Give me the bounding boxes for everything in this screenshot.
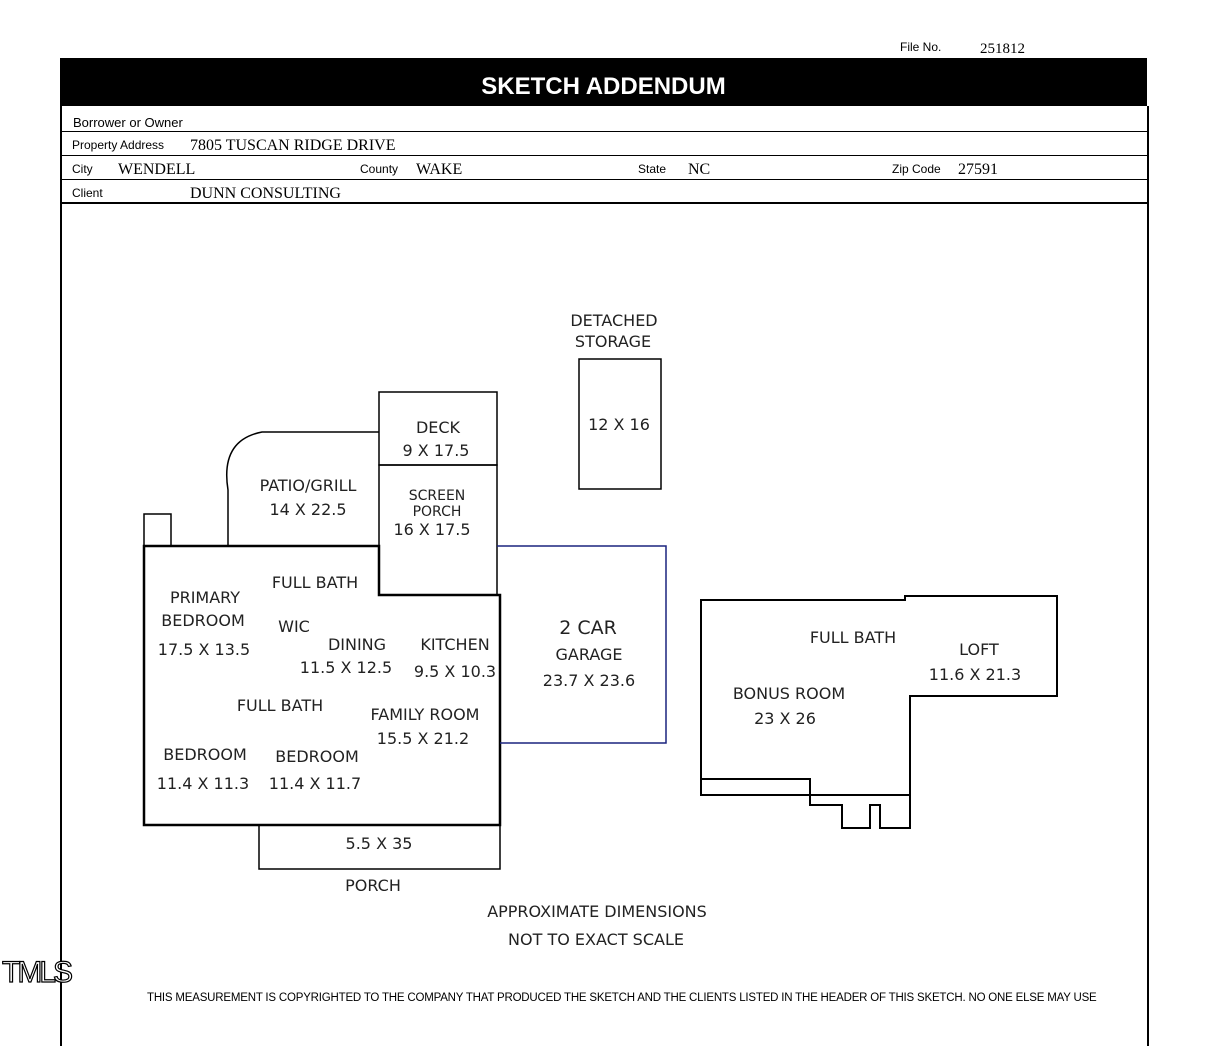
primary-bedroom-dims: 17.5 X 13.5 [158,640,250,659]
client-value: DUNN CONSULTING [190,185,341,202]
address-label: Property Address [72,138,165,152]
divider [60,202,1147,204]
bedroom-dims: 11.4 X 11.3 [157,774,249,793]
file-no-label: File No. [900,40,942,54]
not-to-scale-note: NOT TO EXACT SCALE [508,930,684,949]
full-bath-label: FULL BATH [237,696,323,715]
divider [60,155,1147,156]
dining-dims: 11.5 X 12.5 [300,658,392,677]
screen-porch-label-line1: SCREEN [409,488,466,504]
dining-label: DINING [328,635,386,654]
copyright-notice: THIS MEASUREMENT IS COPYRIGHTED TO THE C… [147,992,1097,1004]
address-value: 7805 TUSCAN RIDGE DRIVE [190,137,396,154]
family-room-label: FAMILY ROOM [371,705,480,724]
storage-dims: 12 X 16 [588,415,650,434]
page-title: SKETCH ADDENDUM [60,58,1147,106]
garage-dims: 23.7 X 23.6 [543,671,635,690]
porch-label: PORCH [345,876,401,895]
garage-label-line1: 2 CAR [559,617,617,639]
divider [60,179,1147,180]
divider [60,131,1147,132]
county-label: County [360,162,399,176]
patio-dims: 14 X 22.5 [269,500,346,519]
kitchen-label: KITCHEN [420,635,489,654]
deck-dims: 9 X 17.5 [403,441,470,460]
garage-outline [497,545,667,744]
bedroom-label: BEDROOM [275,747,359,766]
zip-label: Zip Code [892,162,941,176]
floor-plan-sketch: DETACHED STORAGE 12 X 16 DECK 9 X 17.5 S… [142,311,1058,949]
zip-value: 27591 [958,161,998,178]
document-frame [60,106,1149,1046]
bedroom-dims: 11.4 X 11.7 [269,774,361,793]
city-value: WENDELL [118,161,196,178]
screen-porch-label-line2: PORCH [413,504,462,520]
detached-storage-label-line2: STORAGE [575,332,651,351]
deck-label: DECK [416,418,461,437]
approximate-dimensions-note: APPROXIMATE DIMENSIONS [487,902,707,921]
loft-dims: 11.6 X 21.3 [929,665,1021,684]
chimney-outline [143,513,172,547]
family-room-dims: 15.5 X 21.2 [377,729,469,748]
county-value: WAKE [416,161,463,178]
detached-storage-outline [578,358,662,490]
loft-label: LOFT [959,640,999,659]
garage-label-line2: GARAGE [556,645,623,664]
full-bath-label: FULL BATH [272,573,358,592]
full-bath-label: FULL BATH [810,628,896,647]
main-house-outline [142,544,502,827]
screen-porch-dims: 16 X 17.5 [393,520,470,539]
city-label: City [72,162,93,176]
mls-watermark: TMLS [1,955,73,989]
porch-outline [258,825,501,870]
primary-bedroom-label-line2: BEDROOM [161,611,245,630]
client-label: Client [72,186,103,200]
borrower-label: Borrower or Owner [73,115,183,130]
bedroom-label: BEDROOM [163,745,247,764]
patio-label: PATIO/GRILL [260,476,357,495]
state-label: State [638,162,667,176]
bonus-room-dims: 23 X 26 [754,709,816,728]
patio-outline [226,431,379,546]
file-no-value: 251812 [980,41,1025,57]
state-value: NC [688,161,711,178]
detached-storage-label-line1: DETACHED [570,311,657,330]
porch-dims: 5.5 X 35 [346,834,413,853]
upper-floor-step-line [700,779,811,805]
primary-bedroom-label-line1: PRIMARY [170,588,240,607]
kitchen-dims: 9.5 X 10.3 [414,662,496,681]
bonus-room-label: BONUS ROOM [733,684,845,703]
wic-label: WIC [278,617,310,636]
